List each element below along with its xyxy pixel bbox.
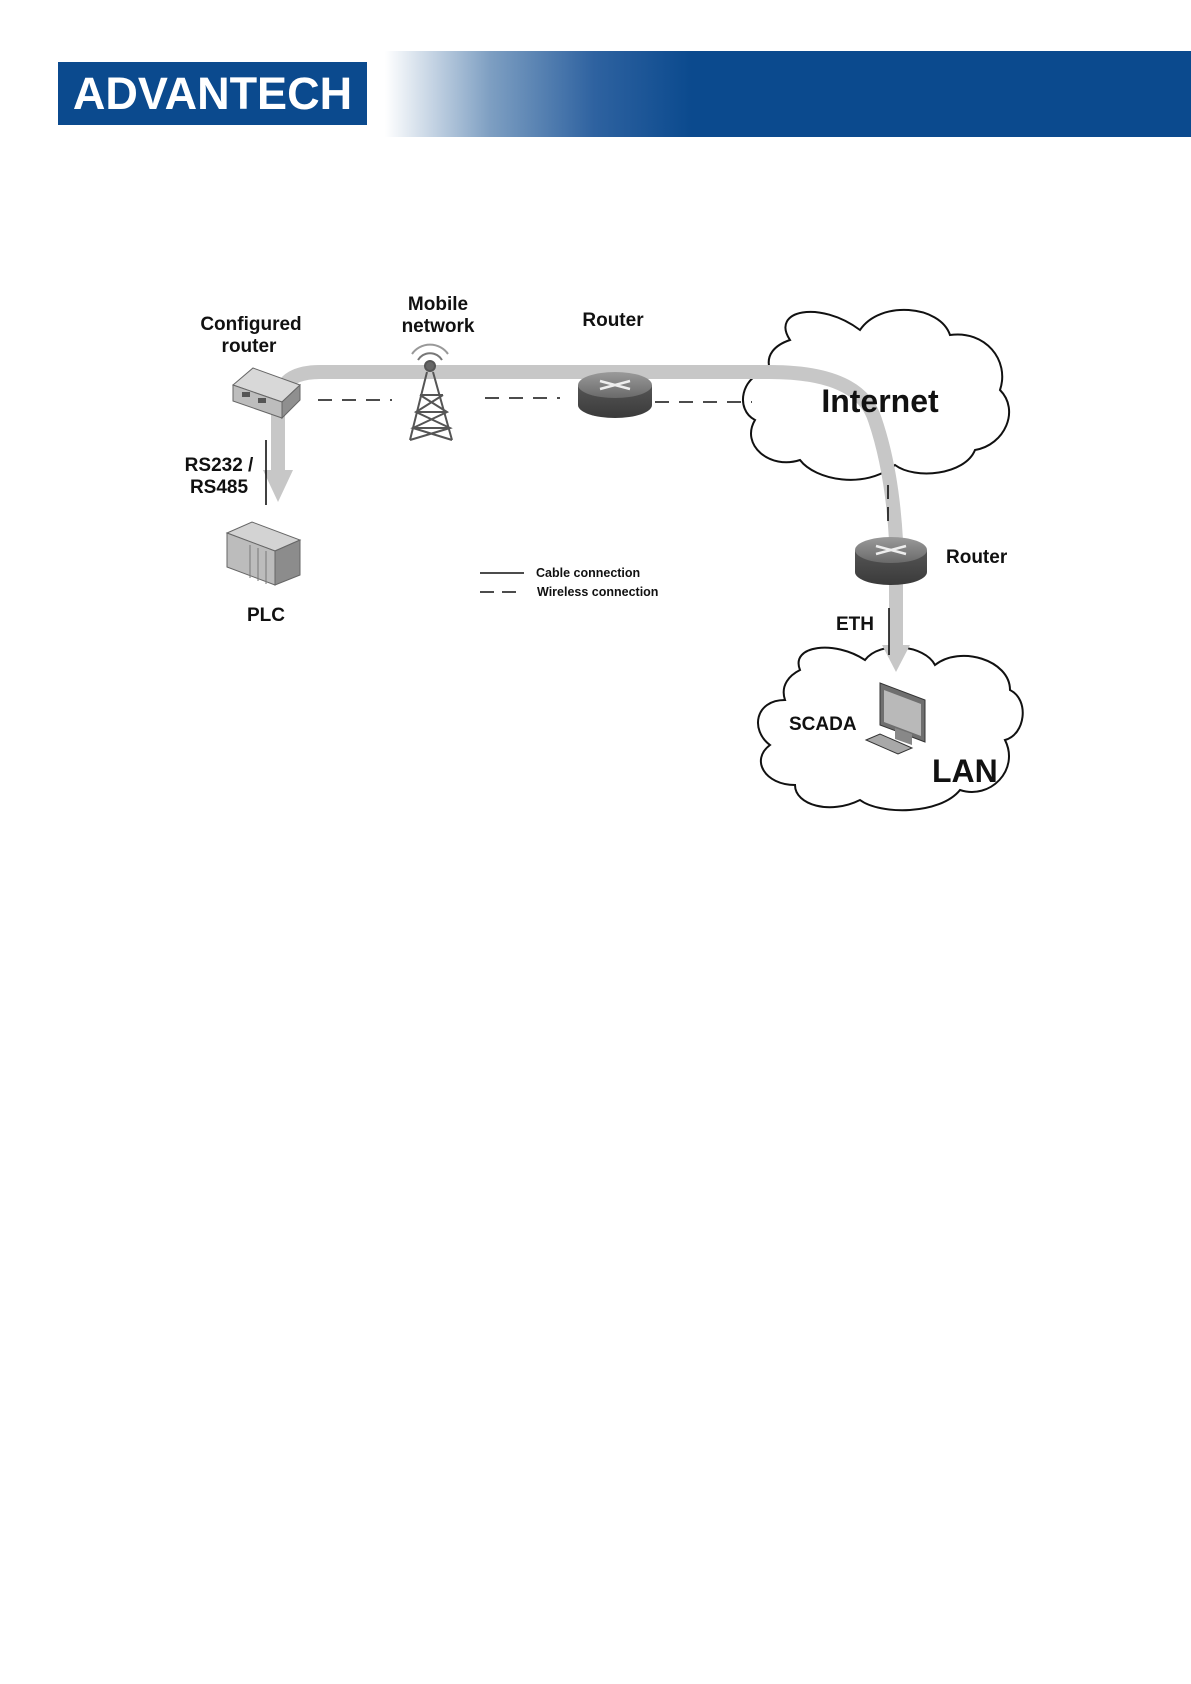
cable-connections — [266, 440, 889, 655]
plc-label: PLC — [247, 605, 285, 626]
router-icon — [855, 537, 927, 585]
cell-tower-icon — [410, 345, 452, 440]
configured-router-label-2: router — [222, 336, 278, 357]
router-icon — [578, 372, 652, 418]
router-right-label: Router — [946, 547, 1008, 568]
router-top-label: Router — [582, 310, 644, 331]
internet-label: Internet — [821, 383, 939, 419]
rs485-label: RS485 — [190, 477, 249, 498]
eth-label: ETH — [836, 614, 874, 635]
rs232-label: RS232 / — [185, 455, 254, 476]
mobile-network-label-2: network — [402, 316, 475, 337]
mobile-network-label: Mobile — [408, 294, 468, 315]
configured-router-label: Configured — [200, 314, 301, 335]
plc-icon — [227, 522, 300, 585]
legend: Cable connection Wireless connection — [480, 566, 658, 599]
scada-label: SCADA — [789, 714, 857, 735]
legend-cable-label: Cable connection — [536, 566, 640, 580]
wireless-connections — [318, 398, 752, 402]
lan-label: LAN — [932, 753, 998, 789]
legend-wireless-label: Wireless connection — [537, 585, 658, 599]
